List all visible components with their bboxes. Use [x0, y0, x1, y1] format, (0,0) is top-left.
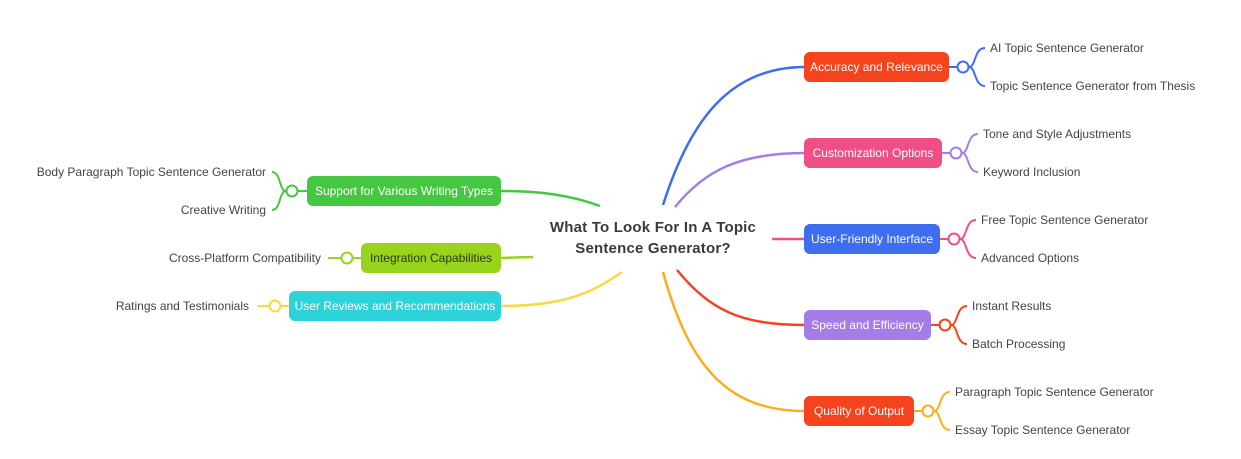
- branch-customization-options[interactable]: Customization Options: [804, 138, 942, 168]
- branch-quality-of-output[interactable]: Quality of Output: [804, 396, 914, 426]
- fork-customization: [941, 133, 979, 173]
- fork-reviews: [257, 299, 290, 313]
- link-customization: [674, 151, 806, 208]
- branch-user-reviews-and-recommendations[interactable]: User Reviews and Recommendations: [289, 291, 501, 321]
- leaf-free-topic-sentence-generator[interactable]: Free Topic Sentence Generator: [981, 213, 1149, 227]
- central-topic-line-2: Sentence Generator?: [575, 240, 731, 257]
- leaf-ratings-and-testimonials[interactable]: Ratings and Testimonials: [115, 299, 249, 313]
- central-topic[interactable]: What To Look For In A Topic Sentence Gen…: [533, 217, 773, 259]
- fork-accuracy: [948, 47, 986, 87]
- central-topic-line-1: What To Look For In A Topic: [549, 219, 757, 236]
- link-support: [499, 189, 601, 208]
- fork-userfriendly: [939, 219, 977, 259]
- leaf-tone-and-style-adjustments[interactable]: Tone and Style Adjustments: [983, 127, 1132, 141]
- leaf-creative-writing[interactable]: Creative Writing: [180, 203, 266, 217]
- link-quality: [661, 271, 806, 413]
- leaf-instant-results[interactable]: Instant Results: [972, 299, 1052, 313]
- branch-accuracy-and-relevance[interactable]: Accuracy and Relevance: [804, 52, 949, 82]
- leaf-advanced-options[interactable]: Advanced Options: [981, 251, 1080, 265]
- leaf-essay-topic-sentence-generator[interactable]: Essay Topic Sentence Generator: [955, 423, 1131, 437]
- fork-support: [271, 171, 308, 211]
- fork-quality: [913, 391, 951, 431]
- branch-user-friendly-interface[interactable]: User-Friendly Interface: [804, 224, 940, 254]
- branch-speed-and-efficiency[interactable]: Speed and Efficiency: [804, 310, 931, 340]
- leaf-body-paragraph-topic-sentence-generator[interactable]: Body Paragraph Topic Sentence Generator: [36, 165, 266, 179]
- leaf-keyword-inclusion[interactable]: Keyword Inclusion: [983, 165, 1081, 179]
- link-speed: [676, 269, 806, 327]
- link-accuracy: [661, 65, 806, 206]
- fork-integration: [328, 251, 362, 265]
- fork-speed: [930, 305, 968, 345]
- leaf-topic-sentence-generator-from-thesis[interactable]: Topic Sentence Generator from Thesis: [990, 79, 1196, 93]
- leaf-cross-platform-compatibility[interactable]: Cross-Platform Compatibility: [168, 251, 321, 265]
- leaf-paragraph-topic-sentence-generator[interactable]: Paragraph Topic Sentence Generator: [955, 385, 1154, 399]
- leaf-batch-processing[interactable]: Batch Processing: [972, 337, 1066, 351]
- branch-integration-capabilities[interactable]: Integration Capabilities: [361, 243, 501, 273]
- branch-support-for-various-writing-types[interactable]: Support for Various Writing Types: [307, 176, 501, 206]
- link-integration: [499, 255, 534, 260]
- leaf-ai-topic-sentence-generator[interactable]: AI Topic Sentence Generator: [990, 41, 1144, 55]
- link-reviews: [499, 270, 623, 308]
